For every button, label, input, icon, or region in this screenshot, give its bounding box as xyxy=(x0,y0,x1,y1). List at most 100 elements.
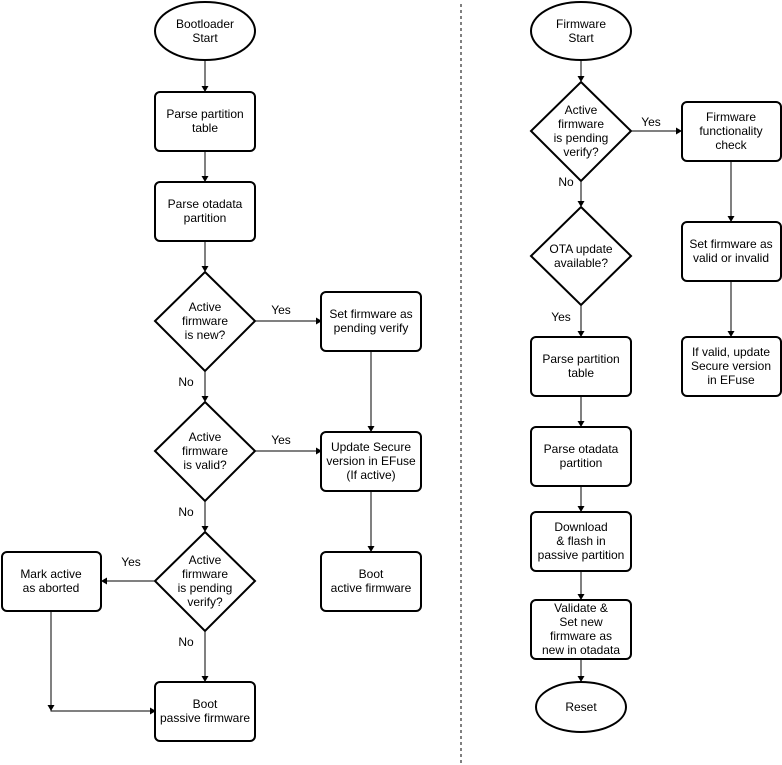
arrowhead xyxy=(201,176,209,182)
node-text-line: active firmware xyxy=(331,581,412,595)
arrowhead xyxy=(201,396,209,402)
parse-partition-table-node xyxy=(154,91,256,152)
fw-parse-partition-table-node xyxy=(530,336,632,397)
node-text-line: Bootloader xyxy=(176,17,234,31)
node-text-line: Active xyxy=(189,430,222,444)
arrowhead xyxy=(101,577,107,585)
node-text-line: check xyxy=(715,138,747,152)
node-text-line: OTA update xyxy=(549,242,612,256)
connector-aborted-to-boot-passive xyxy=(50,611,152,712)
mark-active-aborted-node xyxy=(1,551,102,612)
node-text-line: firmware as xyxy=(550,629,612,643)
arrowhead xyxy=(577,676,585,682)
arrowhead xyxy=(577,594,585,600)
node-text-line: is new? xyxy=(185,328,226,342)
arrowhead xyxy=(47,705,55,711)
node-text-line: Secure version xyxy=(691,359,771,373)
firmware-start-node xyxy=(530,1,632,61)
node-text-line: Mark active xyxy=(20,567,82,581)
node-text-line: firmware xyxy=(558,117,604,131)
node-text-line: Validate & xyxy=(554,601,608,615)
node-text-line: Set new xyxy=(559,615,603,629)
node-text-line: If valid, update xyxy=(692,345,770,359)
node-text-line: version in EFuse xyxy=(326,454,416,468)
arrowhead xyxy=(150,707,156,715)
edge-label-yes: Yes xyxy=(271,303,291,317)
node-text-line: Active xyxy=(565,103,598,117)
boot-passive-firmware-node xyxy=(154,681,256,742)
arrowhead xyxy=(577,76,585,82)
node-text-line: valid or invalid xyxy=(693,251,769,265)
node-text-line: is pending xyxy=(554,131,609,145)
node-text-line: Update Secure xyxy=(331,440,411,454)
node-text-line: Active xyxy=(189,553,222,567)
arrowhead xyxy=(727,331,735,337)
edge-label-no: No xyxy=(178,505,194,519)
bootloader-start-node xyxy=(154,1,256,61)
fw-parse-otadata-partition-node xyxy=(530,426,632,487)
edge-label-no: No xyxy=(178,375,194,389)
ota-update-available-decision xyxy=(529,205,633,307)
node-text-line: verify? xyxy=(563,145,599,159)
node-text-line: (If active) xyxy=(346,468,395,482)
node-text-line: Set firmware as xyxy=(329,307,412,321)
active-firmware-is-valid-decision xyxy=(153,400,257,503)
node-text-line: Set firmware as xyxy=(689,237,772,251)
edge-label-no: No xyxy=(178,635,194,649)
node-text-line: Firmware xyxy=(706,110,756,124)
node-text-line: Parse partition xyxy=(542,352,619,366)
node-text-line: new in otadata xyxy=(542,643,620,657)
node-text-line: Parse otadata xyxy=(168,197,243,211)
node-text-line: functionality xyxy=(699,124,762,138)
active-firmware-is-new-decision xyxy=(153,270,257,373)
node-text-line: table xyxy=(568,366,594,380)
arrowhead xyxy=(577,421,585,427)
reset-label: Reset xyxy=(565,700,597,714)
arrowhead xyxy=(577,201,585,207)
node-text-line: partition xyxy=(560,456,603,470)
node-text-line: is valid? xyxy=(183,458,227,472)
arrowhead xyxy=(367,426,375,432)
set-firmware-pending-verify-node xyxy=(320,291,422,352)
edge-label-yes: Yes xyxy=(641,115,661,129)
arrowhead xyxy=(577,506,585,512)
node-text-line: Download xyxy=(554,520,607,534)
arrowhead xyxy=(201,266,209,272)
active-firmware-pending-verify-decision xyxy=(153,530,257,633)
node-text-line: Parse otadata xyxy=(544,442,619,456)
node-text-line: Boot xyxy=(193,697,218,711)
edge-label-no: No xyxy=(558,175,574,189)
node-text-line: pending verify xyxy=(334,321,409,335)
reset-node xyxy=(535,681,627,733)
node-text-line: table xyxy=(192,121,218,135)
node-text-line: verify? xyxy=(187,595,223,609)
update-secure-version-node xyxy=(320,431,422,492)
if-valid-update-secure-node xyxy=(681,336,782,397)
arrowhead xyxy=(201,526,209,532)
boot-active-firmware-node xyxy=(320,551,422,612)
node-text-line: Reset xyxy=(565,700,597,714)
arrowhead xyxy=(676,127,682,135)
arrowhead xyxy=(316,317,322,325)
node-text-line: Parse partition xyxy=(166,107,243,121)
node-text-line: is pending xyxy=(178,581,233,595)
arrowhead xyxy=(201,86,209,92)
node-text-line: Start xyxy=(568,31,594,45)
node-text-line: firmware xyxy=(182,444,228,458)
